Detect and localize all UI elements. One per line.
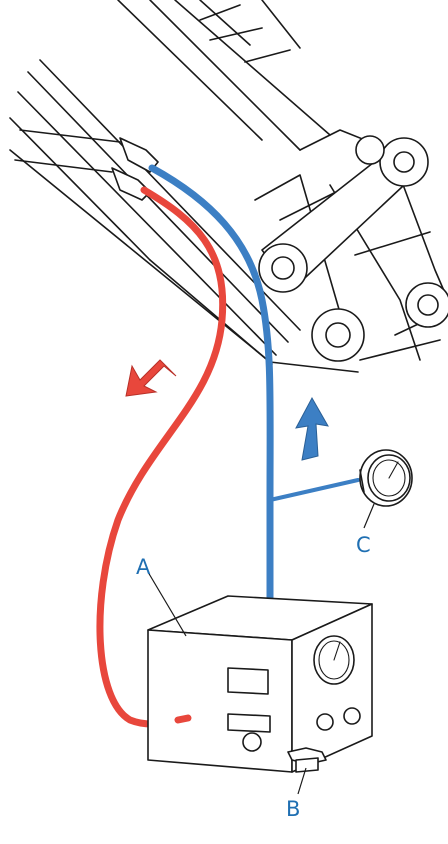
boom-arm [9, 0, 448, 373]
callout-label-b: B [286, 797, 300, 821]
leader-a [147, 571, 187, 637]
pressure-gauge-c [359, 449, 413, 507]
supply-hose [96, 186, 227, 728]
gauge-branch-line [268, 478, 360, 502]
leader-b [297, 767, 307, 795]
red-arrow-down-left-icon [125, 359, 177, 397]
callout-label-c: C [356, 533, 371, 557]
return-hose [148, 164, 274, 622]
leader-c [363, 503, 375, 529]
blue-arrow-up-icon [295, 396, 329, 461]
callout-label-a: A [136, 555, 151, 579]
test-unit-a [147, 595, 373, 773]
